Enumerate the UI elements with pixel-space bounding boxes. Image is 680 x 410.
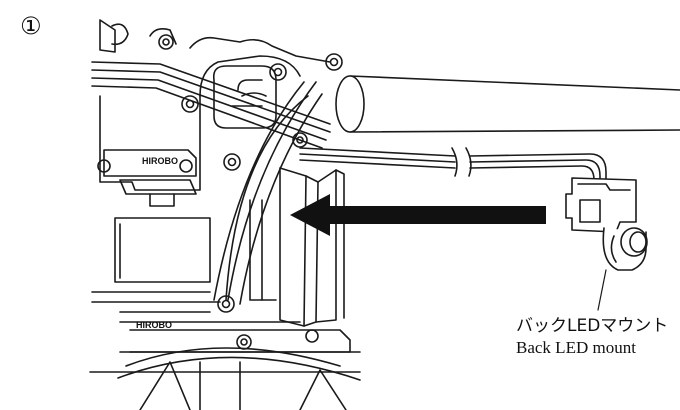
tail-boom	[335, 75, 680, 133]
brand-mark-upper: HIROBO	[142, 156, 178, 166]
canopy-stay	[213, 81, 323, 313]
motor-block	[91, 217, 301, 323]
frame-pillar	[249, 167, 345, 327]
lower-frame	[89, 329, 361, 410]
led-wire	[299, 147, 607, 185]
brand-mark-lower: HIROBO	[136, 320, 172, 330]
insert-direction-arrow	[290, 194, 546, 236]
frame-housing	[97, 19, 343, 207]
part-label-japanese: バックLEDマウント	[516, 316, 669, 336]
back-led-mount	[565, 177, 648, 311]
part-label-english: Back LED mount	[516, 338, 636, 358]
part-callout: バックLEDマウント Back LED mount	[516, 316, 668, 359]
step-number: ①	[20, 12, 42, 40]
